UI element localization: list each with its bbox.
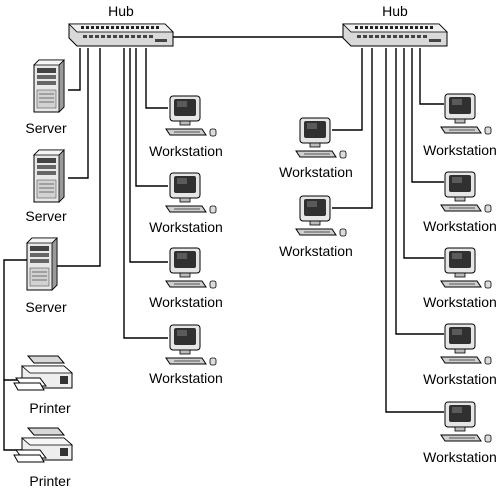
- workstation-label: Workstation: [423, 371, 497, 387]
- workstation-label: Workstation: [279, 164, 353, 180]
- workstation-right-outer-3: Workstation: [423, 247, 497, 310]
- workstation-icon: [440, 171, 492, 213]
- hub-label: Hub: [382, 3, 408, 19]
- server-icon: [33, 149, 65, 203]
- workstation-right-outer-5: Workstation: [423, 401, 497, 465]
- workstation-label: Workstation: [149, 370, 223, 386]
- workstation-label: Workstation: [279, 243, 353, 259]
- workstation-right-inner-1: Workstation: [279, 117, 353, 180]
- network-cables: [3, 36, 444, 451]
- workstation-icon: [165, 324, 217, 366]
- workstation-label: Workstation: [423, 449, 497, 465]
- workstation-right-outer-4: Workstation: [423, 323, 497, 387]
- hub-icon: [342, 23, 448, 47]
- server-label: Server: [25, 120, 67, 136]
- printer-label: Printer: [29, 400, 71, 416]
- workstation-icon: [440, 401, 492, 443]
- printer-icon: [13, 355, 73, 391]
- printer-2: Printer: [13, 427, 73, 489]
- printer-1: Printer: [13, 355, 73, 416]
- workstation-label: Workstation: [423, 218, 497, 234]
- server-label: Server: [25, 299, 67, 315]
- workstation-icon: [440, 93, 492, 135]
- server-icon: [26, 237, 58, 291]
- hub-right: Hub: [342, 3, 448, 47]
- printer-icon: [13, 427, 73, 463]
- hub-label: Hub: [108, 3, 134, 19]
- workstation-left-3: Workstation: [149, 247, 223, 310]
- hub-icon: [68, 23, 174, 47]
- server-3: Server: [25, 237, 67, 315]
- workstation-right-outer-1: Workstation: [423, 93, 497, 158]
- workstation-icon: [165, 172, 217, 214]
- server-label: Server: [25, 208, 67, 224]
- hub-left: Hub: [68, 3, 174, 47]
- workstation-left-1: Workstation: [149, 95, 223, 159]
- workstation-label: Workstation: [149, 294, 223, 310]
- server-1: Server: [25, 59, 67, 136]
- workstation-icon: [440, 247, 492, 289]
- server-icon: [33, 59, 65, 113]
- workstation-icon: [165, 95, 217, 137]
- workstation-icon: [440, 323, 492, 365]
- server-2: Server: [25, 149, 67, 224]
- workstation-label: Workstation: [149, 143, 223, 159]
- workstation-icon: [295, 117, 347, 159]
- workstation-label: Workstation: [149, 219, 223, 235]
- printer-label: Printer: [29, 473, 71, 489]
- workstation-left-2: Workstation: [149, 172, 223, 235]
- workstation-icon: [295, 195, 347, 237]
- workstation-left-4: Workstation: [149, 324, 223, 386]
- workstation-label: Workstation: [423, 142, 497, 158]
- workstation-icon: [165, 247, 217, 289]
- workstation-label: Workstation: [423, 294, 497, 310]
- workstation-right-inner-2: Workstation: [279, 195, 353, 259]
- workstation-right-outer-2: Workstation: [423, 171, 497, 234]
